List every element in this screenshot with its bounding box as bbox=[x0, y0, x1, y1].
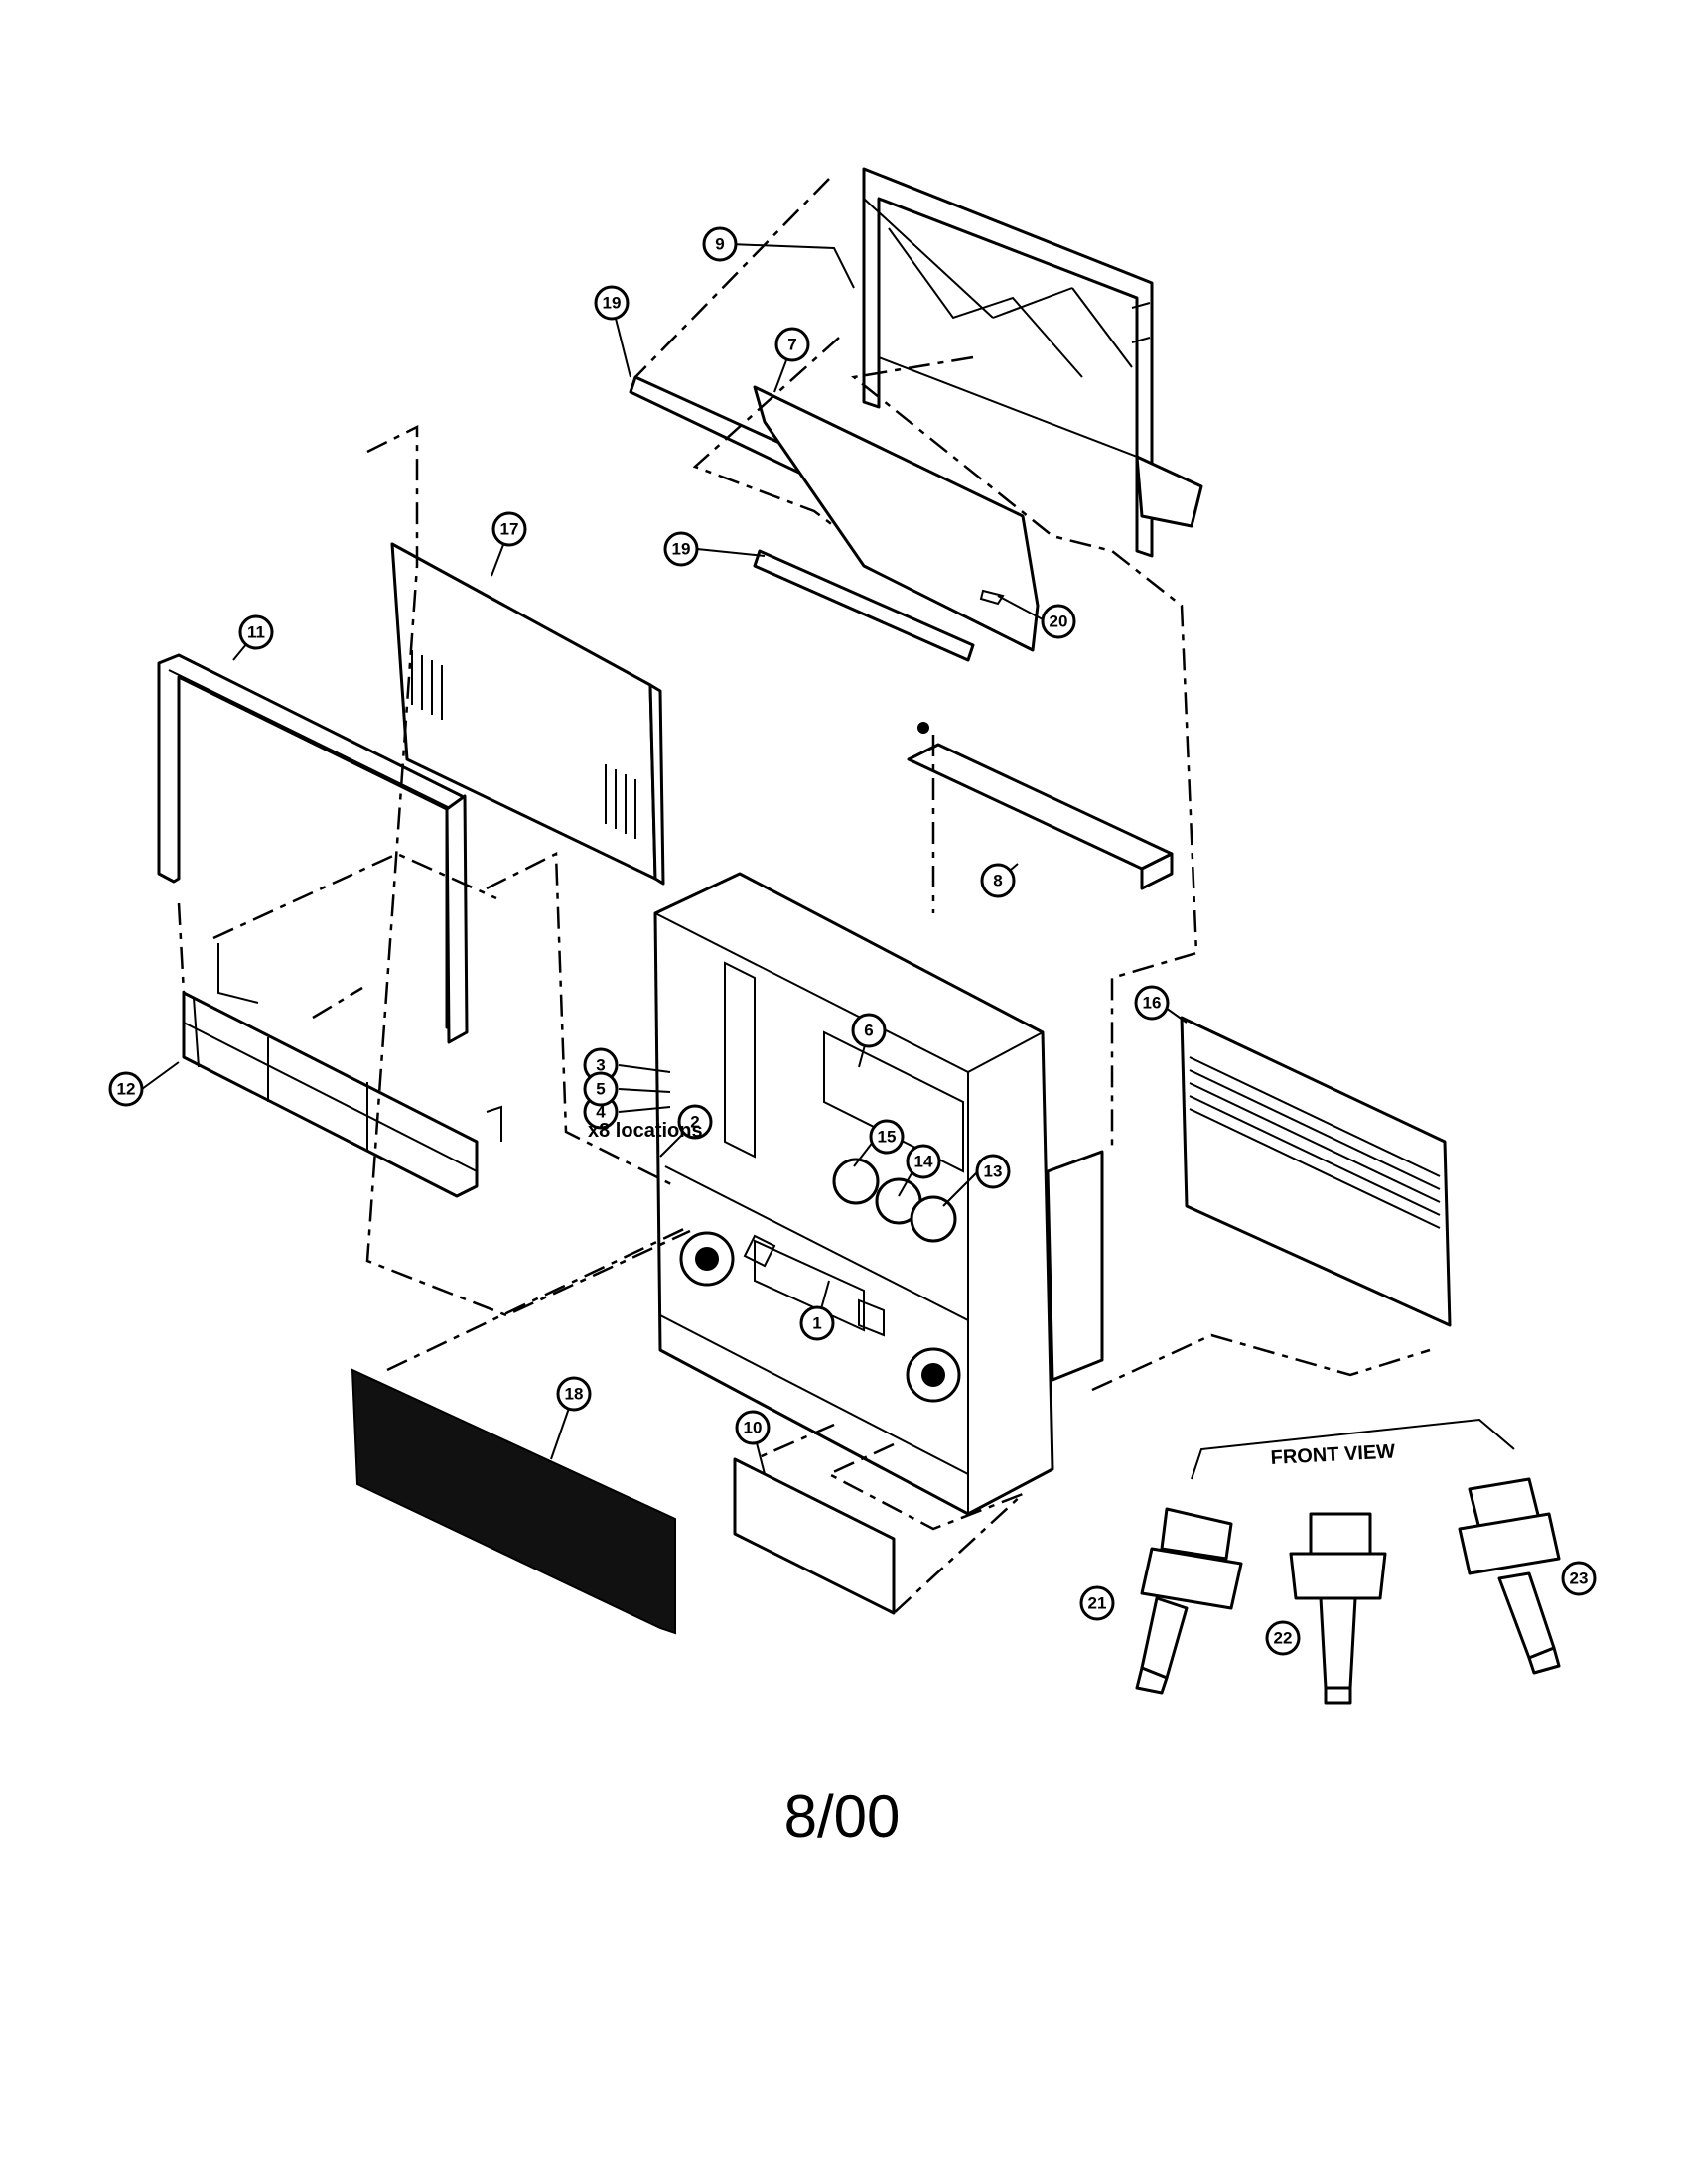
callout-12: 12 bbox=[108, 1071, 144, 1107]
callout-13: 13 bbox=[975, 1154, 1011, 1189]
callout-14: 14 bbox=[906, 1144, 941, 1179]
crt-front-view-group bbox=[1135, 1418, 1561, 1705]
callout-9: 9 bbox=[702, 226, 738, 262]
callout-17: 17 bbox=[491, 511, 527, 547]
part-19-lower-bracket bbox=[753, 549, 975, 662]
part-11-screen-frame bbox=[157, 653, 469, 1044]
callout-8: 8 bbox=[980, 863, 1016, 898]
callout-6: 6 bbox=[851, 1013, 887, 1048]
callout-19-upper: 19 bbox=[594, 285, 630, 321]
svg-text:17: 17 bbox=[500, 520, 519, 539]
part-18-front-grille bbox=[351, 1368, 676, 1635]
svg-text:23: 23 bbox=[1570, 1570, 1589, 1588]
callout-11: 11 bbox=[238, 614, 274, 650]
svg-text:9: 9 bbox=[715, 235, 724, 254]
svg-text:2: 2 bbox=[690, 1113, 699, 1132]
main-cabinet bbox=[653, 872, 1054, 1516]
part-9-mirror-frame bbox=[862, 167, 1203, 558]
callout-1: 1 bbox=[799, 1305, 835, 1341]
svg-text:22: 22 bbox=[1274, 1629, 1293, 1648]
callout-15: 15 bbox=[869, 1119, 905, 1155]
svg-text:18: 18 bbox=[565, 1385, 584, 1404]
svg-text:14: 14 bbox=[914, 1153, 933, 1171]
front-view-label: FRONT VIEW bbox=[1270, 1440, 1396, 1469]
callout-20: 20 bbox=[1041, 604, 1076, 639]
callout-7: 7 bbox=[774, 327, 810, 362]
svg-text:20: 20 bbox=[1050, 613, 1068, 631]
callout-22: 22 bbox=[1265, 1620, 1301, 1656]
page-date-code: 8/00 bbox=[783, 1783, 901, 1849]
callout-19-lower: 19 bbox=[663, 531, 699, 567]
svg-text:21: 21 bbox=[1088, 1594, 1107, 1613]
part-10-bottom-cover bbox=[733, 1457, 896, 1615]
svg-text:7: 7 bbox=[787, 336, 796, 354]
callout-2: 2 bbox=[677, 1104, 713, 1140]
part-17-rear-cover bbox=[390, 542, 665, 886]
callout-16: 16 bbox=[1134, 985, 1170, 1021]
assembly-lines bbox=[177, 178, 1431, 1614]
part-21-crt-red bbox=[1135, 1507, 1243, 1695]
svg-text:19: 19 bbox=[672, 540, 691, 559]
x8-locations-note: x8 locations bbox=[588, 1120, 703, 1142]
svg-text:10: 10 bbox=[744, 1419, 763, 1437]
part-22-crt-green bbox=[1289, 1512, 1387, 1705]
part-20-clip bbox=[979, 589, 1005, 606]
callout-23: 23 bbox=[1561, 1561, 1597, 1596]
svg-text:6: 6 bbox=[864, 1022, 873, 1040]
svg-text:1: 1 bbox=[812, 1314, 821, 1333]
callout-21: 21 bbox=[1079, 1585, 1115, 1621]
svg-text:3: 3 bbox=[596, 1056, 605, 1075]
svg-text:11: 11 bbox=[247, 623, 265, 642]
svg-text:13: 13 bbox=[984, 1162, 1003, 1181]
svg-text:4: 4 bbox=[596, 1103, 606, 1122]
callout-5: 5 bbox=[583, 1071, 619, 1107]
svg-text:12: 12 bbox=[117, 1080, 136, 1099]
part-16-back-panel bbox=[1180, 1016, 1452, 1327]
svg-text:19: 19 bbox=[603, 294, 622, 313]
part-12-lower-frame bbox=[182, 943, 502, 1198]
svg-text:8: 8 bbox=[993, 872, 1002, 890]
part-8-support-bracket bbox=[907, 722, 1174, 890]
part-23-crt-blue bbox=[1458, 1477, 1561, 1675]
part-7-mirror-panel bbox=[753, 385, 1040, 652]
callout-10: 10 bbox=[735, 1410, 771, 1445]
svg-text:16: 16 bbox=[1143, 994, 1162, 1013]
svg-text:15: 15 bbox=[878, 1128, 897, 1147]
part-16-side-box bbox=[1046, 1150, 1104, 1382]
callout-18: 18 bbox=[556, 1376, 592, 1412]
svg-text:5: 5 bbox=[596, 1080, 605, 1099]
